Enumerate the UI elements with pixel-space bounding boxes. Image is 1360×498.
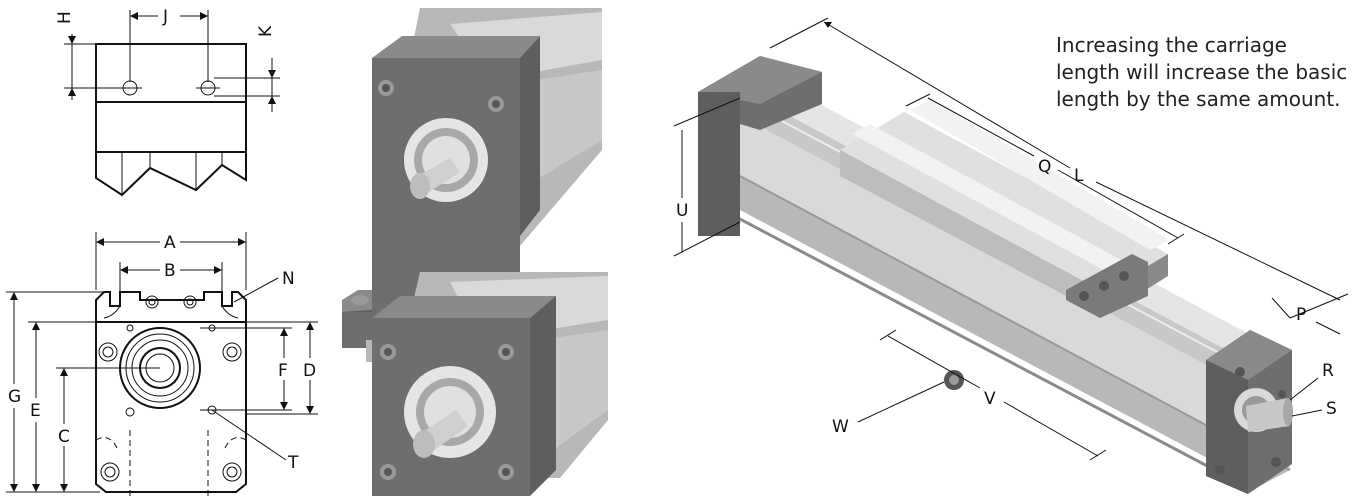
label-b: B xyxy=(164,261,176,281)
label-f: F xyxy=(278,361,288,381)
carriage-top-detail: J H K xyxy=(55,7,280,197)
label-s: S xyxy=(1326,399,1337,419)
label-g: G xyxy=(8,387,21,407)
actuator-isometric: L Q U W V P R S xyxy=(673,17,1349,494)
label-a: A xyxy=(164,233,176,253)
label-l: L xyxy=(1074,166,1084,186)
iso-end-with-feet xyxy=(342,8,602,362)
note-line-1: Increasing the carriage xyxy=(1056,33,1287,57)
iso-end-plain xyxy=(372,272,608,496)
label-c: C xyxy=(58,427,70,447)
label-r: R xyxy=(1322,361,1334,381)
end-view-drawing: A B N G E C xyxy=(6,232,318,498)
note-line-2: length will increase the basic xyxy=(1056,60,1348,84)
label-v: V xyxy=(984,389,996,409)
carriage-length-note: Increasing the carriage length will incr… xyxy=(1056,32,1356,113)
label-p: P xyxy=(1296,305,1306,325)
label-q: Q xyxy=(1038,157,1051,177)
label-w: W xyxy=(832,417,849,437)
label-h: H xyxy=(55,11,75,24)
label-d: D xyxy=(303,361,316,381)
label-k: K xyxy=(256,25,276,37)
note-line-3: length by the same amount. xyxy=(1056,87,1341,111)
label-t: T xyxy=(287,453,299,473)
label-j: J xyxy=(162,7,168,27)
label-n: N xyxy=(282,269,295,289)
label-e: E xyxy=(30,401,41,421)
label-u: U xyxy=(676,201,688,221)
